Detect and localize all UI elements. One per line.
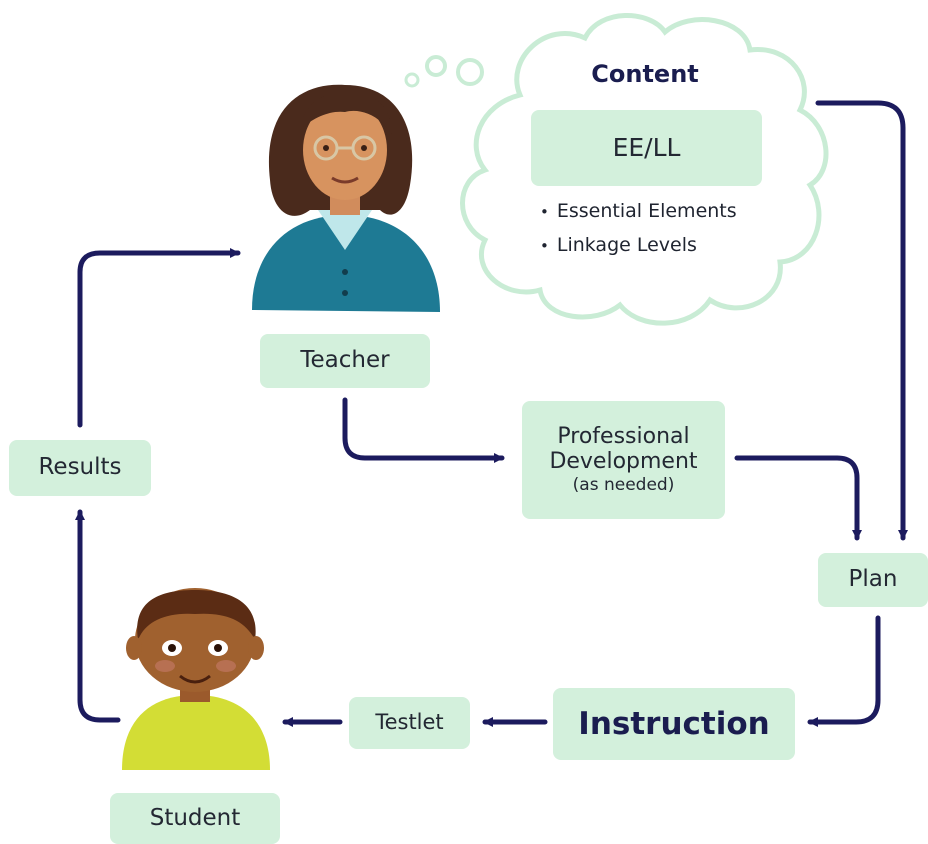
professional-development-box: Professional Development (as needed) (522, 401, 725, 519)
testlet-label: Testlet (349, 697, 470, 749)
content-bullet-list: Essential Elements Linkage Levels (540, 200, 737, 268)
bullet-linkage-levels: Linkage Levels (540, 234, 737, 256)
student-illustration (122, 588, 270, 770)
ee-ll-box: EE/LL (531, 110, 762, 186)
arrow-plan-to-instruction (807, 615, 881, 727)
content-title: Content (591, 60, 699, 88)
arrow-teacher-to-pd (342, 397, 505, 463)
instruction-label: Instruction (553, 688, 795, 760)
results-label: Results (9, 440, 151, 496)
bullet-essential-elements: Essential Elements (540, 200, 737, 222)
teacher-illustration (252, 84, 440, 312)
arrow-student-to-results (75, 509, 121, 723)
arrow-results-to-teacher (77, 248, 241, 428)
teacher-label: Teacher (260, 334, 430, 388)
pd-line-3: (as needed) (572, 474, 675, 495)
pd-line-1: Professional (557, 424, 690, 450)
arrow-pd-to-plan (734, 455, 862, 541)
arrow-content-to-plan (815, 100, 908, 541)
student-label: Student (110, 793, 280, 844)
plan-label: Plan (818, 553, 928, 607)
pd-line-2: Development (549, 448, 698, 474)
